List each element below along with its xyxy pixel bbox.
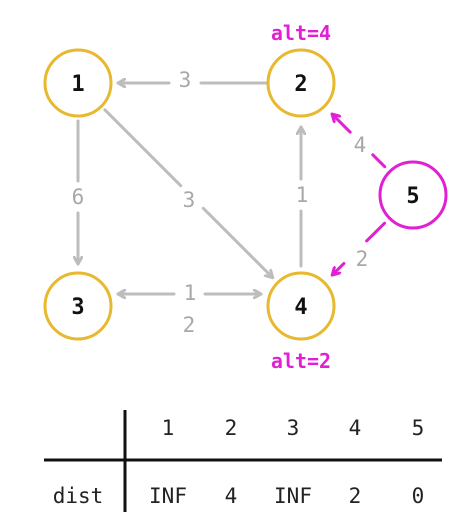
table-row-label: dist bbox=[53, 484, 104, 508]
node-label: 5 bbox=[406, 184, 419, 209]
edge-1-to-3: 6 bbox=[72, 119, 85, 266]
node-circle bbox=[378, 160, 448, 230]
edge-line bbox=[103, 108, 183, 188]
node-3: 3 bbox=[43, 271, 113, 341]
edge-weight-label: 2 bbox=[183, 313, 196, 337]
node-2: 2 bbox=[266, 48, 336, 118]
node-label: 2 bbox=[294, 72, 307, 97]
node-circle bbox=[43, 271, 113, 341]
edge-arrow bbox=[201, 206, 275, 280]
table-header-cell: 4 bbox=[349, 416, 362, 440]
node-circle bbox=[266, 271, 336, 341]
edge-4-to-2: 1 bbox=[296, 125, 309, 268]
table-value-cell: INF bbox=[149, 484, 187, 508]
alt-annotation-node-2: alt=4 bbox=[271, 21, 331, 45]
edges-layer: 3 6 3 1 1 2 4 2 bbox=[72, 68, 387, 337]
table-header-cell: 5 bbox=[412, 416, 425, 440]
table-header-cell: 1 bbox=[162, 416, 175, 440]
edge-weight-label: 6 bbox=[72, 185, 85, 209]
table-header-cell: 3 bbox=[287, 416, 300, 440]
node-circle bbox=[266, 48, 336, 118]
edge-weight-label: 2 bbox=[356, 247, 369, 271]
node-1: 1 bbox=[43, 48, 113, 118]
table-value-cell: 2 bbox=[349, 484, 362, 508]
annotations-layer: alt=4 alt=2 bbox=[271, 21, 331, 373]
node-4: 4 bbox=[266, 271, 336, 341]
edge-line bbox=[371, 153, 387, 169]
node-label: 4 bbox=[294, 295, 307, 320]
edge-arrow bbox=[330, 112, 352, 134]
node-5: 5 bbox=[378, 160, 448, 230]
edge-weight-label: 4 bbox=[354, 133, 367, 157]
node-circle bbox=[43, 48, 113, 118]
edge-weight-label: 3 bbox=[179, 68, 192, 92]
table-value-cell: 0 bbox=[412, 484, 425, 508]
edge-1-to-4: 3 bbox=[103, 108, 275, 280]
nodes-layer: 1 2 3 4 5 bbox=[43, 48, 448, 341]
edge-weight-label: 3 bbox=[183, 188, 196, 212]
edge-arrow bbox=[330, 261, 346, 277]
edge-weight-label: 1 bbox=[184, 281, 197, 305]
edge-2-to-1: 3 bbox=[116, 68, 268, 92]
edge-5-to-4: 2 bbox=[330, 221, 387, 277]
table-value-cell: 4 bbox=[225, 484, 238, 508]
edge-line bbox=[365, 221, 387, 243]
edge-4-to-3: 2 bbox=[116, 294, 263, 337]
alt-annotation-node-4: alt=2 bbox=[271, 349, 331, 373]
table-value-cell: INF bbox=[274, 484, 312, 508]
edge-5-to-2: 4 bbox=[330, 112, 387, 169]
node-label: 3 bbox=[71, 295, 84, 320]
edge-weight-label: 1 bbox=[296, 183, 309, 207]
node-label: 1 bbox=[71, 72, 84, 97]
table-header-cell: 2 bbox=[225, 416, 238, 440]
